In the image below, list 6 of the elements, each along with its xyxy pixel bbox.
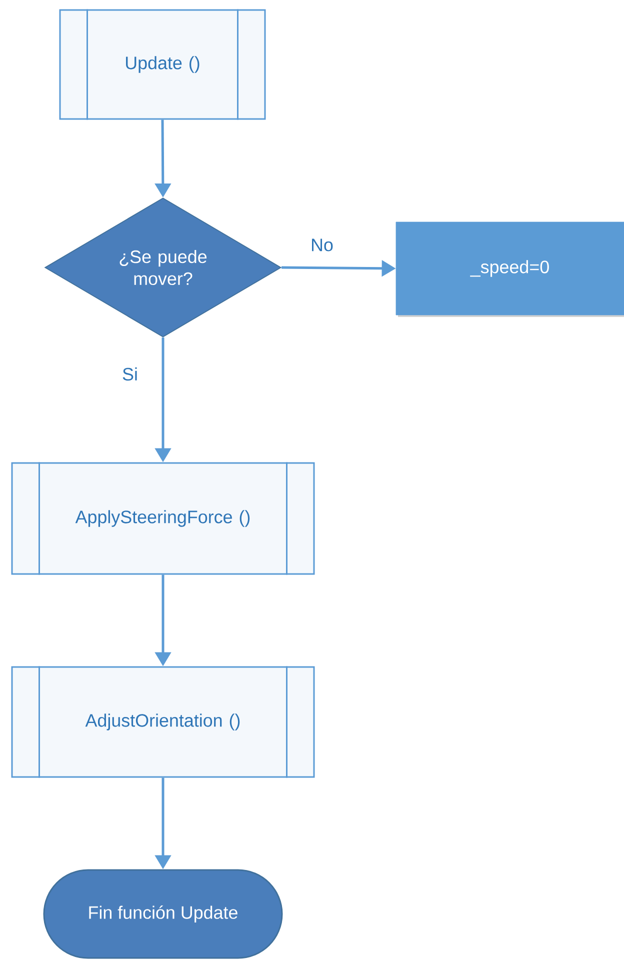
edge-label: Si <box>122 367 137 381</box>
edge-label: No <box>312 238 333 252</box>
subroutine-box: ApplySteeringForce () <box>11 462 315 575</box>
process-box: _speed=0 <box>396 222 624 317</box>
subroutine-box: Update () <box>59 9 266 120</box>
subroutine-box: AdjustOrientation () <box>11 666 315 778</box>
